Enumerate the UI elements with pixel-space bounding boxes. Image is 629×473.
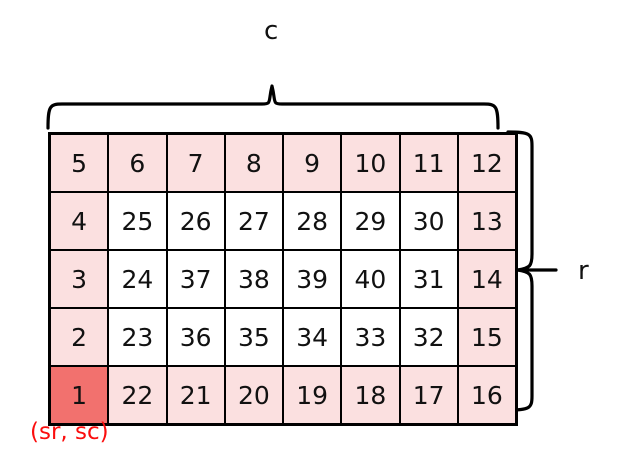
matrix-cell: 24 — [107, 249, 168, 309]
matrix-cell: 9 — [281, 132, 343, 193]
matrix-cell: 8 — [223, 132, 285, 193]
matrix-cell: 13 — [456, 191, 518, 251]
matrix-cell: 39 — [281, 249, 343, 309]
matrix-cell: 4 — [48, 191, 110, 251]
matrix-cell: 38 — [223, 249, 285, 309]
matrix-cell: 7 — [165, 132, 226, 193]
matrix-cell: 22 — [107, 365, 168, 426]
matrix-cell: 31 — [398, 249, 459, 309]
columns-axis-label: c — [264, 16, 279, 46]
matrix-cell: 10 — [340, 132, 401, 193]
rows-axis-label: r — [578, 256, 589, 286]
matrix-cell: 5 — [48, 132, 110, 193]
matrix-cell: 32 — [398, 307, 459, 367]
matrix-cell: 12 — [456, 132, 518, 193]
matrix-cell: 29 — [340, 191, 401, 251]
matrix-cell: 2 — [48, 307, 110, 367]
matrix-cell: 23 — [107, 307, 168, 367]
matrix-cell: 37 — [165, 249, 226, 309]
matrix-cell: 34 — [281, 307, 343, 367]
matrix-cell: 27 — [223, 191, 285, 251]
matrix-cell: 33 — [340, 307, 401, 367]
matrix-cell: 36 — [165, 307, 226, 367]
matrix-cell-start: 1 — [48, 365, 110, 426]
matrix-cell: 30 — [398, 191, 459, 251]
matrix-cell: 6 — [107, 132, 168, 193]
matrix-cell: 26 — [165, 191, 226, 251]
matrix-cell: 15 — [456, 307, 518, 367]
rows-brace-icon — [506, 130, 558, 412]
matrix-cell: 3 — [48, 249, 110, 309]
matrix-cell: 35 — [223, 307, 285, 367]
matrix-cell: 25 — [107, 191, 168, 251]
matrix-cell: 20 — [223, 365, 285, 426]
matrix-cell: 28 — [281, 191, 343, 251]
start-cell-label: (sr, sc) — [30, 419, 109, 445]
matrix-cell: 17 — [398, 365, 459, 426]
matrix-cell: 14 — [456, 249, 518, 309]
matrix-cell: 21 — [165, 365, 226, 426]
matrix-cell: 16 — [456, 365, 518, 426]
columns-brace-icon — [46, 84, 500, 130]
matrix-cell: 18 — [340, 365, 401, 426]
matrix-cell: 19 — [281, 365, 343, 426]
matrix-cell: 11 — [398, 132, 459, 193]
matrix-cell: 40 — [340, 249, 401, 309]
